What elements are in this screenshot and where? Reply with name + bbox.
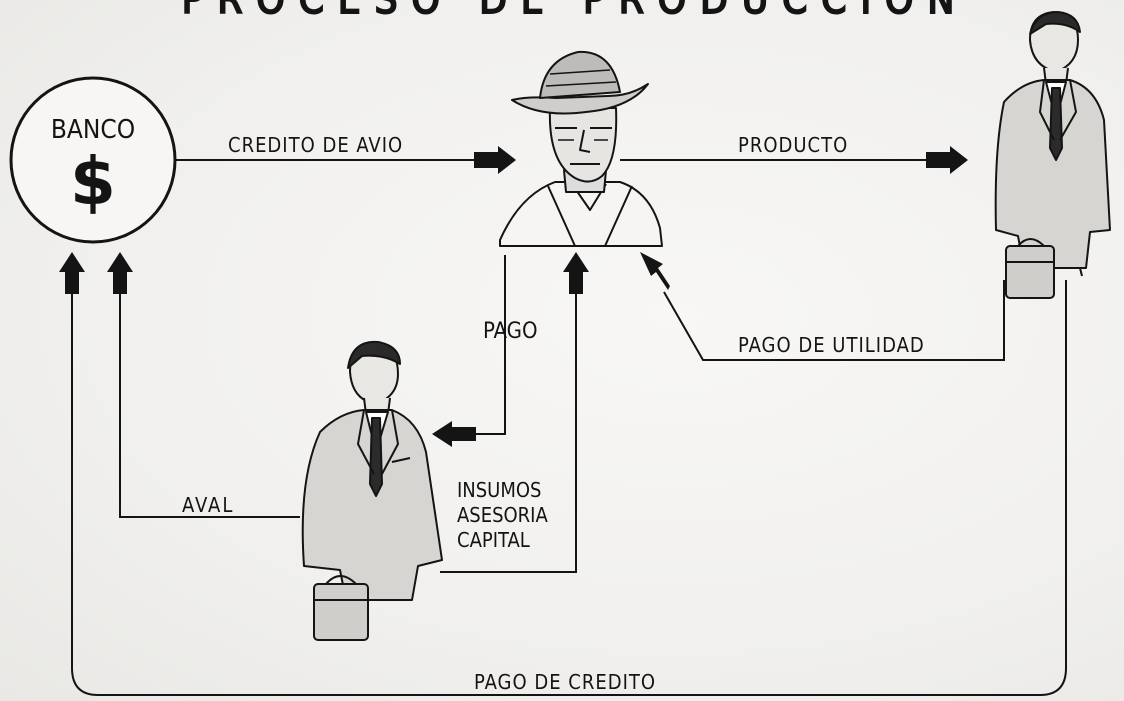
- capital-label: CAPITAL: [457, 528, 530, 552]
- promoter-icon: [301, 340, 443, 641]
- asesoria-label: ASESORIA: [457, 503, 548, 527]
- connector-lines: [71, 159, 1067, 696]
- pago-credito-label: PAGO DE CREDITO: [474, 670, 656, 694]
- aval-label: AVAL: [182, 493, 234, 517]
- arrowheads: [59, 146, 968, 447]
- pago-credito-arrow-icon: [59, 252, 85, 294]
- pago-arrow-icon: [432, 421, 476, 447]
- pago-line: [474, 255, 506, 435]
- utilidad-line: [663, 280, 1005, 361]
- buyer-icon: [994, 11, 1111, 299]
- bank-dollar-icon: $: [70, 143, 116, 220]
- utilidad-arrow-icon: [640, 252, 670, 290]
- insumos-arrow-icon: [563, 252, 589, 294]
- insumos-label: INSUMOS: [457, 478, 541, 502]
- bank-label: BANCO: [51, 115, 135, 145]
- producto-arrow-icon: [926, 146, 968, 174]
- bank-node: BANCO $: [9, 76, 177, 244]
- aval-arrow-icon: [107, 252, 133, 294]
- credito-arrow-icon: [474, 146, 516, 174]
- pago-credito-line: [71, 280, 1067, 696]
- aval-line: [119, 292, 300, 518]
- diagram-title: PROCESO DE PRODUCCION: [182, 0, 969, 23]
- credito-label: CREDITO DE AVIO: [228, 133, 403, 157]
- farmer-icon: [499, 50, 663, 247]
- flow-labels: CREDITO DE AVIO PRODUCTO PAGO PAGO DE UT…: [182, 133, 925, 694]
- insumos-line: [440, 290, 577, 573]
- utilidad-label: PAGO DE UTILIDAD: [738, 333, 925, 357]
- producto-label: PRODUCTO: [738, 133, 848, 157]
- pago-label: PAGO: [483, 319, 538, 344]
